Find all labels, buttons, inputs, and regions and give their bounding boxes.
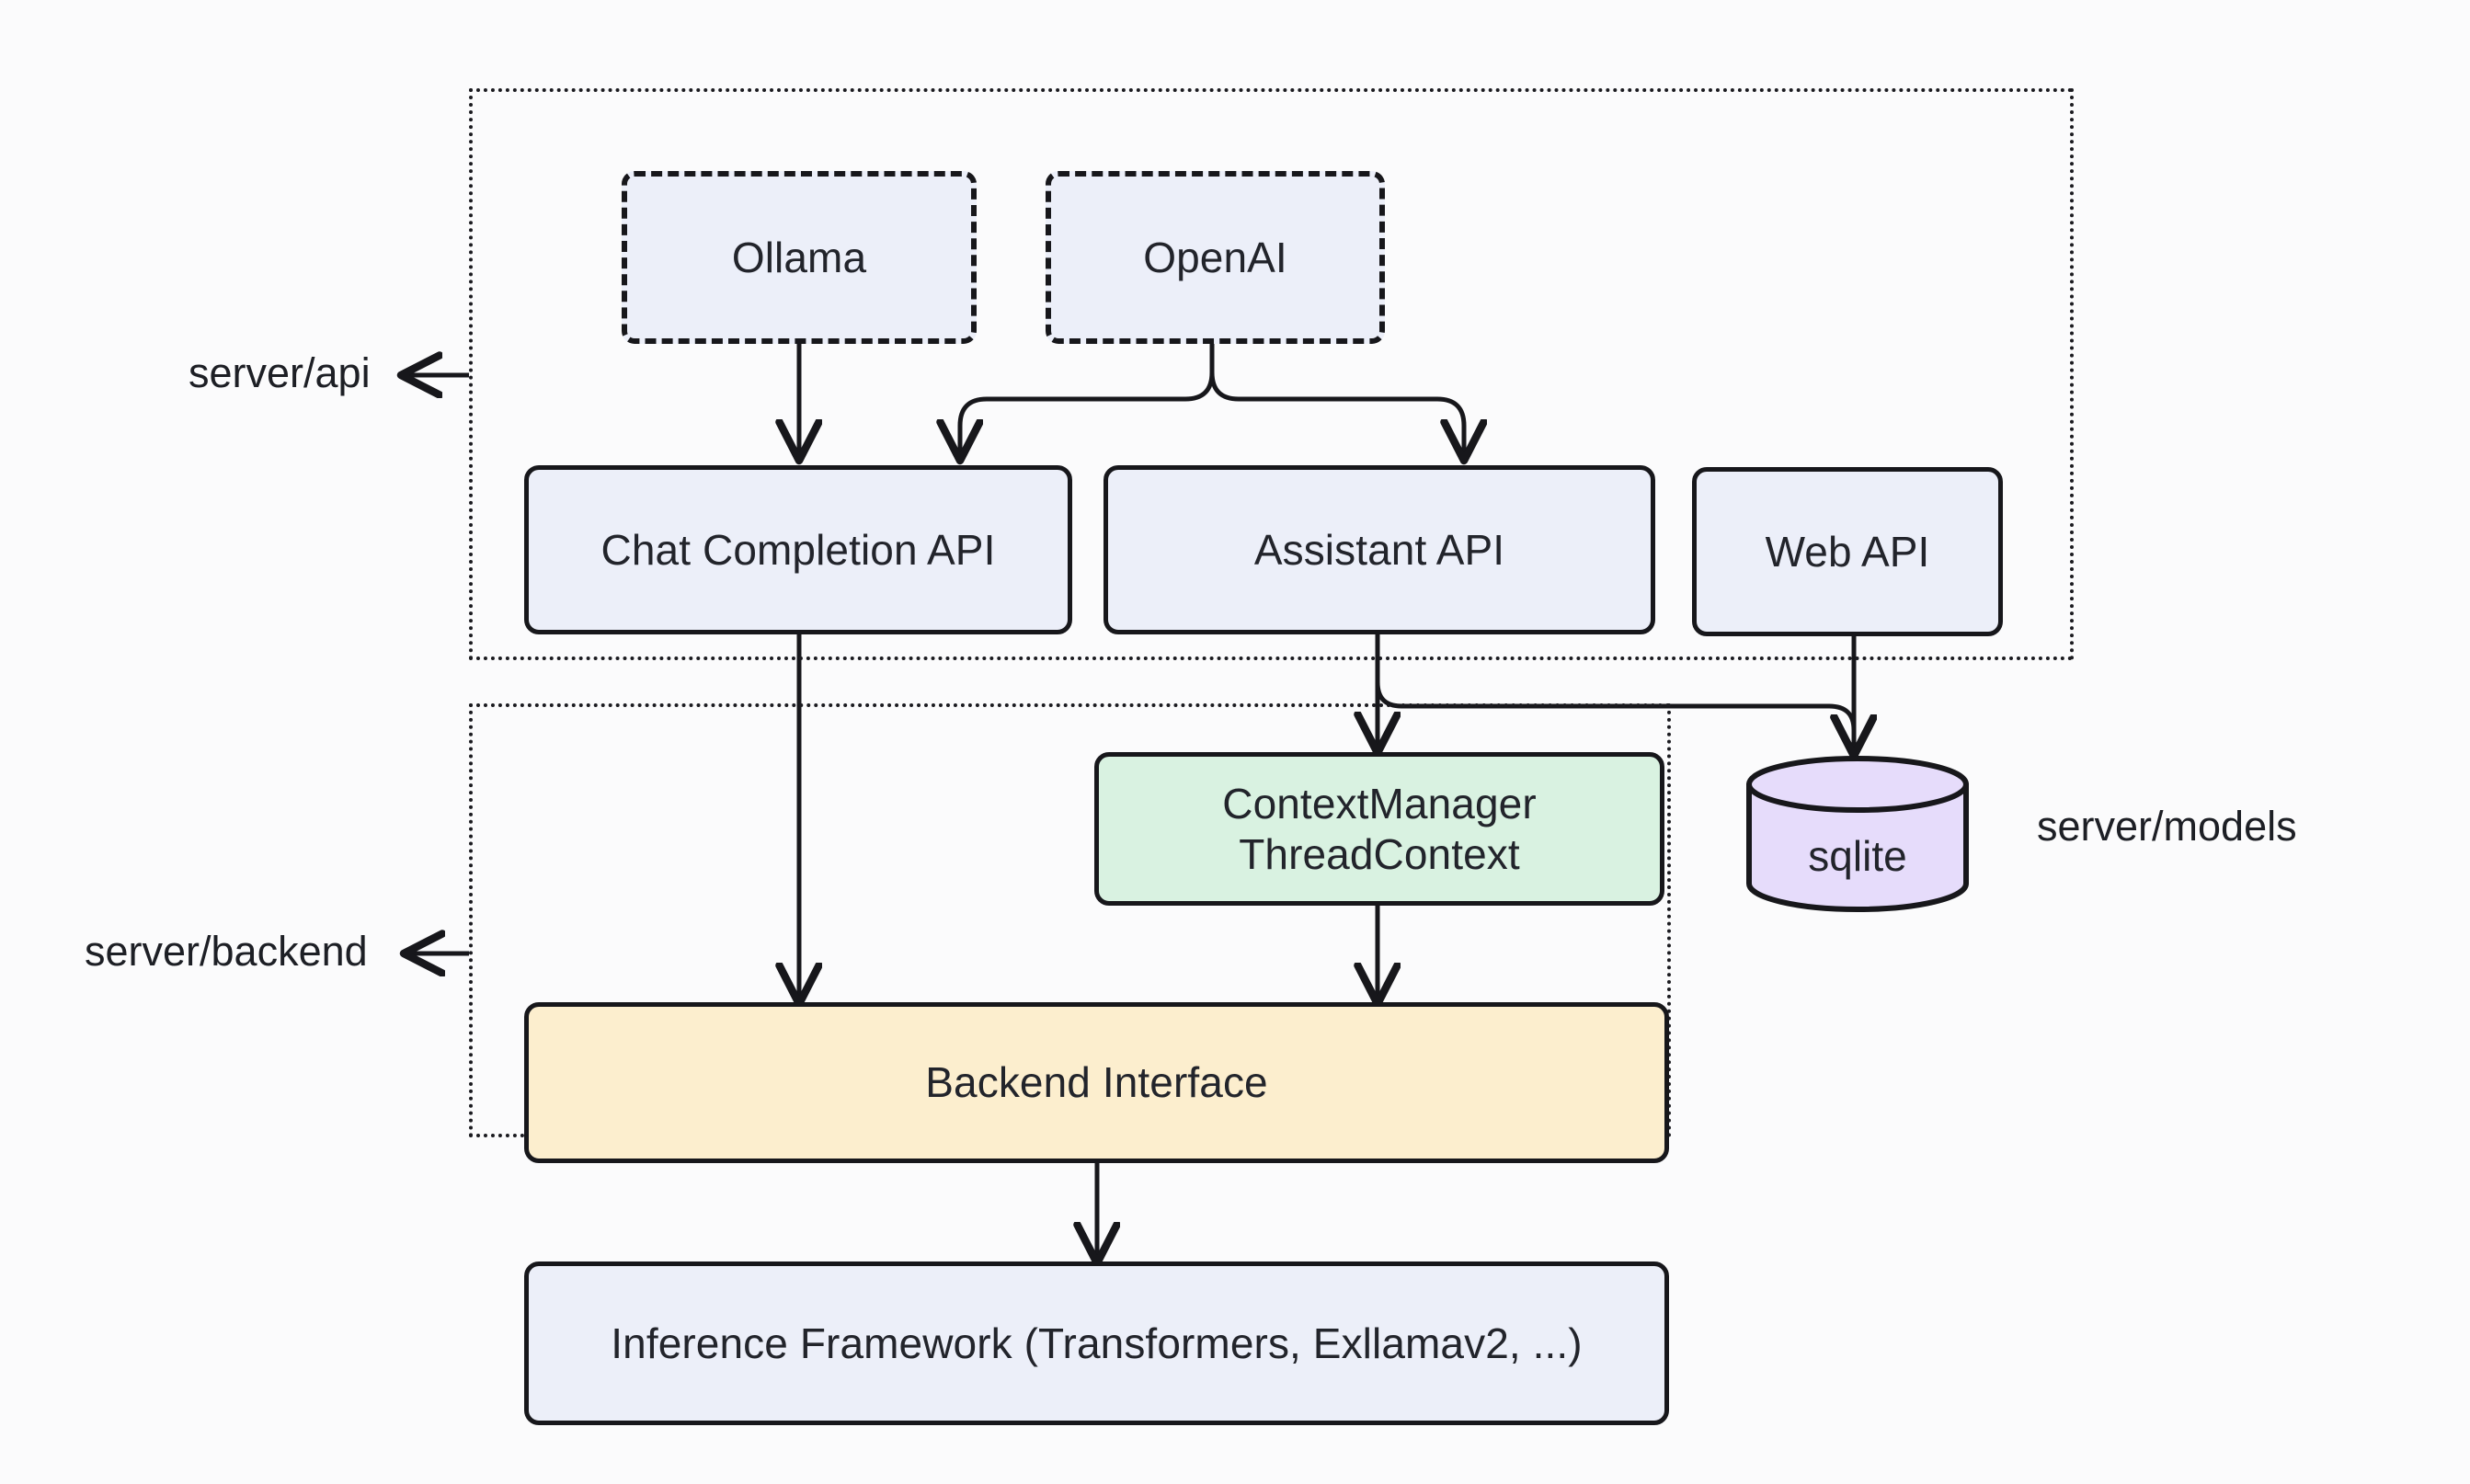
node-sqlite-label: sqlite — [1808, 832, 1907, 880]
node-context-manager-line2: ThreadContext — [1239, 829, 1520, 878]
label-server-backend: server/backend — [85, 928, 368, 975]
node-assistant-api[interactable]: Assistant API — [1103, 465, 1655, 634]
node-web-api[interactable]: Web API — [1692, 467, 2003, 636]
node-sqlite[interactable]: sqlite — [1744, 756, 1972, 912]
node-backend-interface[interactable]: Backend Interface — [524, 1002, 1669, 1163]
node-context-manager-line1: ContextManager — [1222, 780, 1537, 828]
node-chat-completion-api[interactable]: Chat Completion API — [524, 465, 1072, 634]
node-web-api-label: Web API — [1765, 527, 1930, 576]
node-assistant-api-label: Assistant API — [1253, 525, 1505, 574]
node-openai[interactable]: OpenAI — [1046, 171, 1385, 344]
node-inference-framework[interactable]: Inference Framework (Transformers, Exlla… — [524, 1261, 1669, 1425]
node-backend-interface-label: Backend Interface — [925, 1058, 1268, 1107]
label-server-models: server/models — [2037, 803, 2297, 850]
cylinder-shape — [1746, 756, 1969, 912]
node-ollama[interactable]: Ollama — [622, 171, 977, 344]
node-openai-label: OpenAI — [1143, 233, 1287, 281]
node-chat-completion-api-label: Chat Completion API — [600, 525, 996, 574]
label-server-api: server/api — [189, 349, 371, 396]
node-context-manager[interactable]: ContextManager ThreadContext — [1094, 752, 1664, 906]
node-ollama-label: Ollama — [731, 233, 867, 281]
node-inference-framework-label: Inference Framework (Transformers, Exlla… — [611, 1318, 1583, 1367]
group-server-api — [469, 88, 2074, 660]
